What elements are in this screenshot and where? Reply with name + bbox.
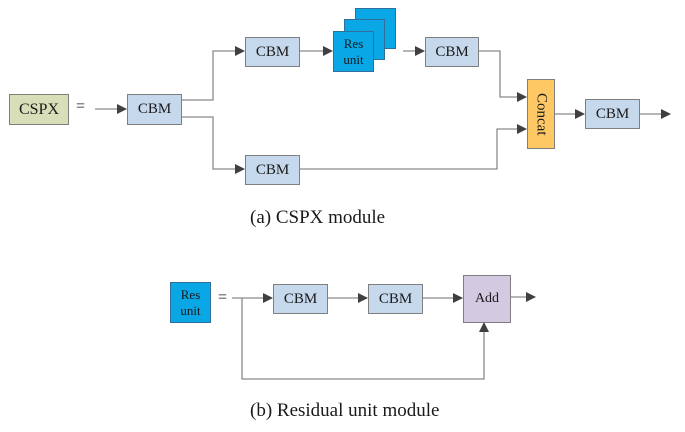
unit-label: unit bbox=[343, 51, 364, 67]
cspx-block: CSPX bbox=[9, 94, 69, 125]
caption-b: (b) Residual unit module bbox=[250, 400, 440, 421]
top-cbm-block-2: CBM bbox=[425, 37, 479, 67]
unit-label: unit bbox=[180, 302, 201, 318]
concat-block: Concat bbox=[527, 79, 555, 149]
res-label: Res bbox=[343, 35, 364, 51]
output-cbm-block: CBM bbox=[585, 99, 640, 129]
skip-connection bbox=[241, 298, 489, 380]
concat-label: Concat bbox=[533, 92, 550, 136]
cspx-label: CSPX bbox=[18, 100, 60, 118]
res-label: Res bbox=[180, 286, 201, 302]
res-unit-block-b: Res unit bbox=[170, 282, 211, 323]
connector-bottom-to-concat bbox=[299, 124, 527, 170]
caption-a: (a) CSPX module bbox=[250, 207, 386, 228]
connector-to-bottom-branch bbox=[181, 116, 245, 174]
cbm-label: CBM bbox=[595, 105, 630, 122]
bottom-cbm-block: CBM bbox=[245, 155, 300, 185]
equals-sign-a: = bbox=[76, 98, 86, 115]
cbm-label: CBM bbox=[255, 161, 290, 178]
add-label: Add bbox=[474, 291, 500, 306]
input-cbm-block: CBM bbox=[127, 94, 182, 125]
connector-to-top-branch bbox=[181, 46, 245, 101]
cbm-label: CBM bbox=[435, 43, 469, 60]
cbm-label: CBM bbox=[255, 43, 290, 60]
cbm-block-b1: CBM bbox=[273, 284, 328, 314]
top-cbm-block: CBM bbox=[245, 37, 300, 67]
cbm-label: CBM bbox=[378, 290, 413, 307]
res-unit-block-a: Res unit bbox=[333, 31, 374, 72]
connector-top-to-concat bbox=[478, 50, 527, 102]
add-block: Add bbox=[463, 275, 511, 323]
equals-sign-b: = bbox=[218, 289, 228, 306]
cbm-label: CBM bbox=[283, 290, 318, 307]
cbm-block-b2: CBM bbox=[368, 284, 423, 314]
cbm-label: CBM bbox=[137, 101, 172, 117]
